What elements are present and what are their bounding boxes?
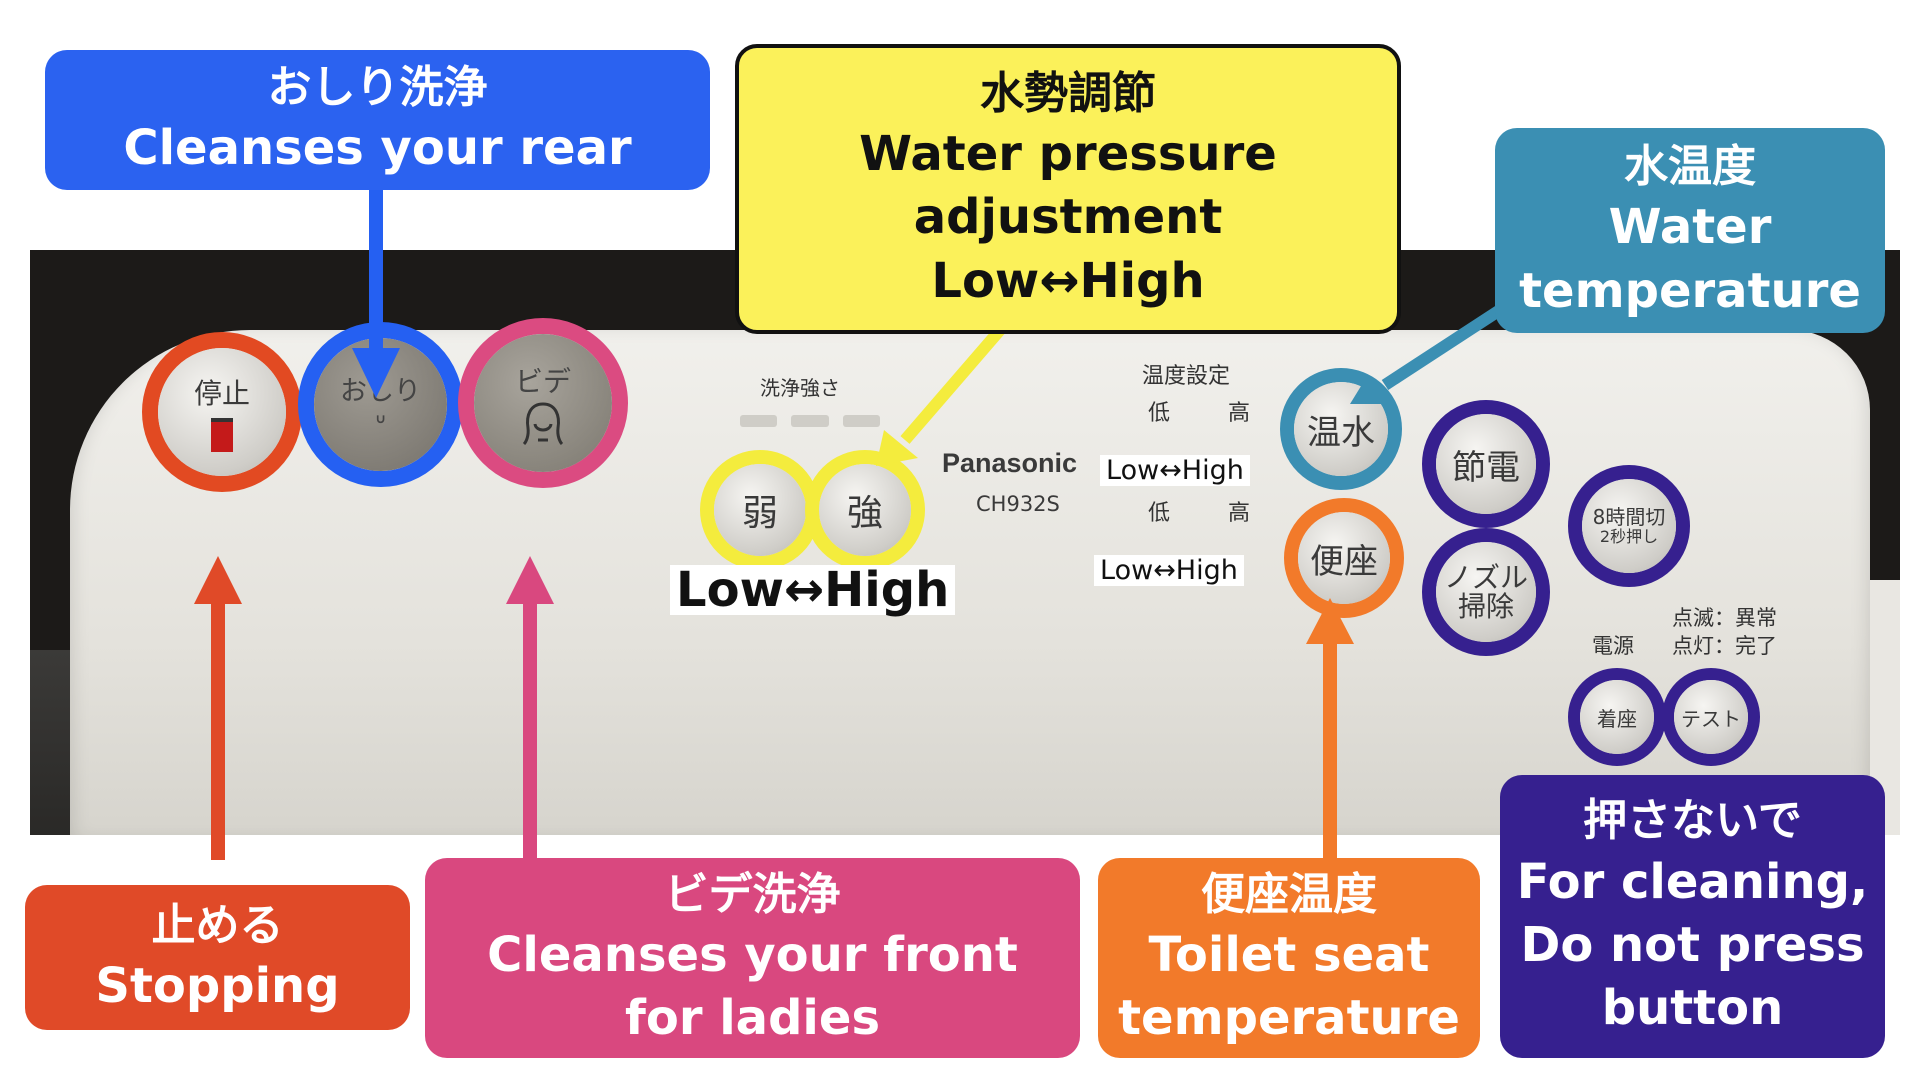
rear-wash-label: おしり洗浄 Cleanses your rear — [45, 50, 710, 190]
power-label: 電源 — [1592, 634, 1634, 658]
do-not-press-label: 押さないで For cleaning, Do not press button — [1500, 775, 1885, 1058]
stop-button-label: 停止 — [193, 377, 250, 410]
water-temp-high: 高 — [1228, 401, 1251, 426]
water-pressure-jp: 水勢調節 — [980, 67, 1156, 119]
bidet-button-label: ビデ — [514, 365, 571, 398]
water-temp-en-1: Water — [1608, 199, 1772, 256]
stop-label: 止める Stopping — [25, 885, 410, 1030]
strength-indicators — [740, 415, 880, 427]
rear-wash-jp: おしり洗浄 — [267, 62, 488, 114]
do-not-press-jp: 押さないで — [1583, 795, 1802, 847]
bidet-en-1: Cleanses your front — [487, 926, 1018, 983]
nozzle-clean-button[interactable]: ノズル 掃除 — [1436, 542, 1536, 642]
strong-button[interactable]: 強 — [819, 464, 911, 556]
eight-hours-button[interactable]: 8時間切 2秒押し — [1582, 479, 1676, 573]
seat-temp-high: 高 — [1228, 501, 1251, 526]
seat-button[interactable]: 便座 — [1298, 512, 1390, 604]
indicator-on-text: 点灯：完了 — [1672, 634, 1777, 658]
warm-water-button[interactable]: 温水 — [1294, 382, 1388, 476]
bidet-button[interactable]: ビデ — [474, 334, 612, 472]
seat-temp-low: 低 — [1148, 501, 1171, 526]
do-not-press-en-3: button — [1601, 980, 1784, 1037]
model-number: CH932S — [976, 492, 1060, 516]
water-temp-jp: 水温度 — [1624, 141, 1756, 193]
nozzle-clean-label-2: 掃除 — [1457, 590, 1514, 623]
seat-temp-low-high: Low↔High — [1094, 555, 1244, 586]
water-pressure-en-1: Water pressure — [859, 126, 1277, 182]
rear-button-label: おしり — [340, 375, 421, 407]
wash-strength-label: 洗浄強さ — [760, 376, 840, 400]
woman-face-icon — [522, 402, 564, 446]
stop-jp: 止める — [151, 899, 284, 951]
stop-button[interactable]: 停止 — [158, 348, 286, 476]
eight-hours-label-1: 8時間切 — [1592, 505, 1666, 530]
pressure-low-high: Low↔High — [670, 565, 956, 615]
bidet-en-2: for ladies — [624, 990, 881, 1047]
water-pressure-label: 水勢調節 Water pressure adjustment Low↔High — [735, 44, 1401, 334]
weak-button[interactable]: 弱 — [714, 464, 806, 556]
indicator-blink-text: 点滅：異常 — [1672, 606, 1777, 630]
brand-name: Panasonic — [942, 448, 1078, 478]
nozzle-clean-label-1: ノズル — [1443, 560, 1528, 594]
do-not-press-en-2: Do not press — [1520, 916, 1865, 973]
temp-setting-label: 温度設定 — [1142, 364, 1231, 389]
test-button[interactable]: テスト — [1674, 680, 1748, 754]
seat-temp-jp: 便座温度 — [1201, 868, 1377, 920]
water-pressure-en-2: adjustment — [913, 189, 1223, 246]
do-not-press-en-1: For cleaning, — [1516, 853, 1869, 910]
seat-temp-en-2: temperature — [1118, 990, 1460, 1047]
bidet-jp: ビデ洗浄 — [664, 868, 841, 920]
toilet-control-panel-photo: 停止 おしり ᐡ ビデ 洗浄強さ 弱 強 Panasonic CH932S — [30, 250, 1900, 835]
rear-button[interactable]: おしり ᐡ — [314, 338, 447, 471]
seat-sensor-button[interactable]: 着座 — [1580, 680, 1654, 754]
water-temp-label: 水温度 Water temperature — [1495, 128, 1885, 333]
seat-temp-en-1: Toilet seat — [1148, 926, 1430, 983]
water-temp-en-2: temperature — [1519, 262, 1861, 319]
eight-hours-label-2: 2秒押し — [1599, 527, 1659, 547]
stop-square-icon — [211, 418, 233, 452]
power-save-button[interactable]: 節電 — [1436, 414, 1536, 514]
seat-temp-label: 便座温度 Toilet seat temperature — [1098, 858, 1480, 1058]
water-temp-low-high: Low↔High — [1100, 455, 1250, 486]
water-pressure-en-3: Low↔High — [931, 252, 1205, 309]
water-temp-low: 低 — [1148, 401, 1171, 426]
rear-wash-icon: ᐡ — [375, 407, 386, 441]
stop-en: Stopping — [95, 957, 340, 1014]
bidet-label: ビデ洗浄 Cleanses your front for ladies — [425, 858, 1080, 1058]
rear-wash-en: Cleanses your rear — [123, 120, 632, 177]
